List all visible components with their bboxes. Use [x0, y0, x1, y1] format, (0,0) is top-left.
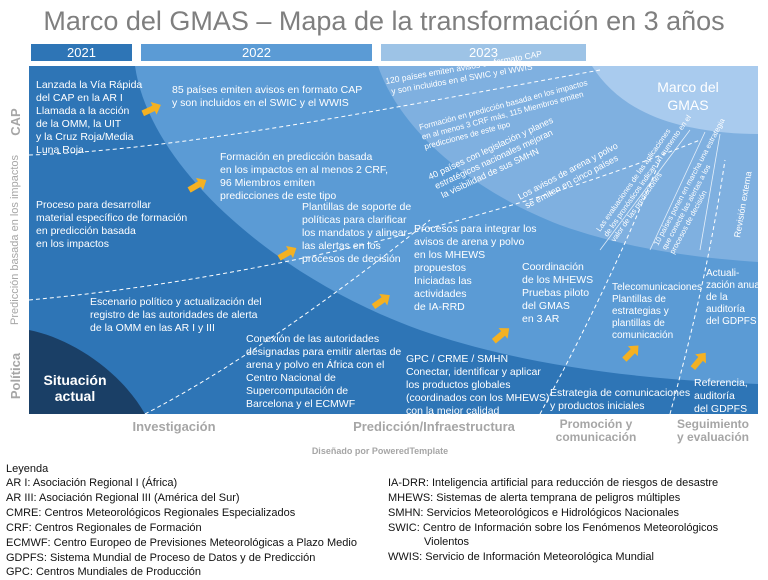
legend-item: IA-DRR: Inteligencia artificial para red… [388, 477, 719, 489]
arrow-icon [141, 101, 161, 117]
legend-item: ECMWF: Centro Europeo de Previsiones Met… [6, 537, 357, 549]
box-gpc: GPC / CRME / SMHN Conectar, identificar … [406, 353, 552, 417]
box-telecom: Telecomunicaciones Plantillas de estrate… [612, 282, 705, 341]
page-title: Marco del GMAS – Mapa de la transformaci… [43, 6, 725, 36]
legend-item: WWIS: Servicio de Información Meteorológ… [388, 551, 654, 563]
framework-ray-3 [699, 133, 721, 251]
legend-item: AR III: Asociación Regional III (América… [6, 492, 240, 504]
box-coordination: Coordinación de los MHEWS Pruebas piloto… [522, 261, 596, 325]
year-2021: 2021 [31, 44, 132, 61]
region-framework [592, 66, 758, 134]
col-label-promotion-2: comunicación [556, 430, 637, 444]
row-label-policy: Política [8, 352, 23, 399]
row-divider-policy [28, 139, 701, 301]
box-cap-85: 85 países emiten avisos en formato CAP y… [172, 84, 365, 109]
box-impact-training: Formación en predicción basada en los im… [220, 151, 391, 202]
arrow-icon [187, 177, 207, 193]
transformation-map: CAP Predicción basada en los impactos Po… [8, 66, 765, 456]
legend-item: CRF: Centros Regionales de Formación [6, 522, 202, 534]
current-state-line1: Situación [43, 372, 106, 388]
col-label-research: Investigación [132, 419, 215, 434]
legend-item: MHEWS: Sistemas de alerta temprana de pe… [388, 492, 681, 504]
framework-line2: GMAS [667, 97, 708, 113]
legend-title: Leyenda [6, 463, 49, 475]
legend-item: GPC: Centros Mundiales de Producción [6, 566, 202, 578]
col-label-monitoring-1: Seguimiento [677, 417, 749, 431]
arrow-icon [491, 328, 510, 344]
col-divider-2 [539, 159, 661, 415]
legend-item: AR I: Asociación Regional I (África) [6, 477, 178, 489]
col-label-prediction: Predicción/Infraestructura [353, 419, 516, 434]
arrow-icon [277, 245, 297, 261]
row-divider-cap [28, 69, 601, 156]
year-2022: 2022 [141, 44, 372, 61]
box-connect-authorities: Conexión de las autoridades designadas p… [246, 333, 404, 410]
framework-line1: Marco del [657, 79, 718, 95]
legend-item: SWIC: Centro de Información sobre los Fe… [388, 522, 719, 534]
col-label-monitoring-2: y evaluación [677, 430, 749, 444]
box-impact-process: Proceso para desarrollar material especí… [36, 199, 190, 250]
framework-ray-2 [649, 131, 706, 251]
designed-by: Diseñado por PoweredTemplate [312, 446, 448, 456]
box-sand-integrate: Procesos para integrar los avisos de are… [414, 223, 539, 313]
col-divider-3 [669, 159, 726, 415]
current-state-region [29, 330, 145, 414]
box-policy-templates: Plantillas de soporte de políticas para … [302, 201, 414, 265]
box-scenario: Escenario político y actualización del r… [90, 296, 265, 334]
legend-item: Violentos [424, 536, 470, 548]
box-annual-update: Actuali- zación anual de la auditoría de… [706, 268, 765, 327]
row-label-impact: Predicción basada en los impactos [9, 155, 21, 325]
box-comm-strategy: Estrategia de comunicaciones y productos… [550, 387, 693, 412]
arrow-icon [622, 345, 639, 362]
year-2023: 2023 [381, 44, 586, 61]
box-cap-fast-track: Lanzada la Vía Rápida del CAP en la AR I… [36, 79, 145, 156]
legend-item: CMRE: Centros Meteorológicos Regionales … [6, 507, 296, 519]
arrow-icon [371, 293, 390, 310]
framework-ray-1 [599, 129, 691, 251]
col-divider-1 [144, 219, 431, 415]
legend-item: GDPFS: Sistema Mundial de Proceso de Dat… [6, 552, 316, 564]
arrow-icon [690, 352, 706, 371]
arrow-icons [141, 101, 706, 371]
current-state-line2: actual [55, 388, 95, 404]
row-label-cap: CAP [8, 108, 23, 136]
col-label-promotion-1: Promoción y [560, 417, 633, 431]
legend-item: SMHN: Servicios Meteorológicos e Hidroló… [388, 507, 680, 519]
box-reference-audit: Referencia, auditoría del GDPFS [694, 377, 751, 415]
